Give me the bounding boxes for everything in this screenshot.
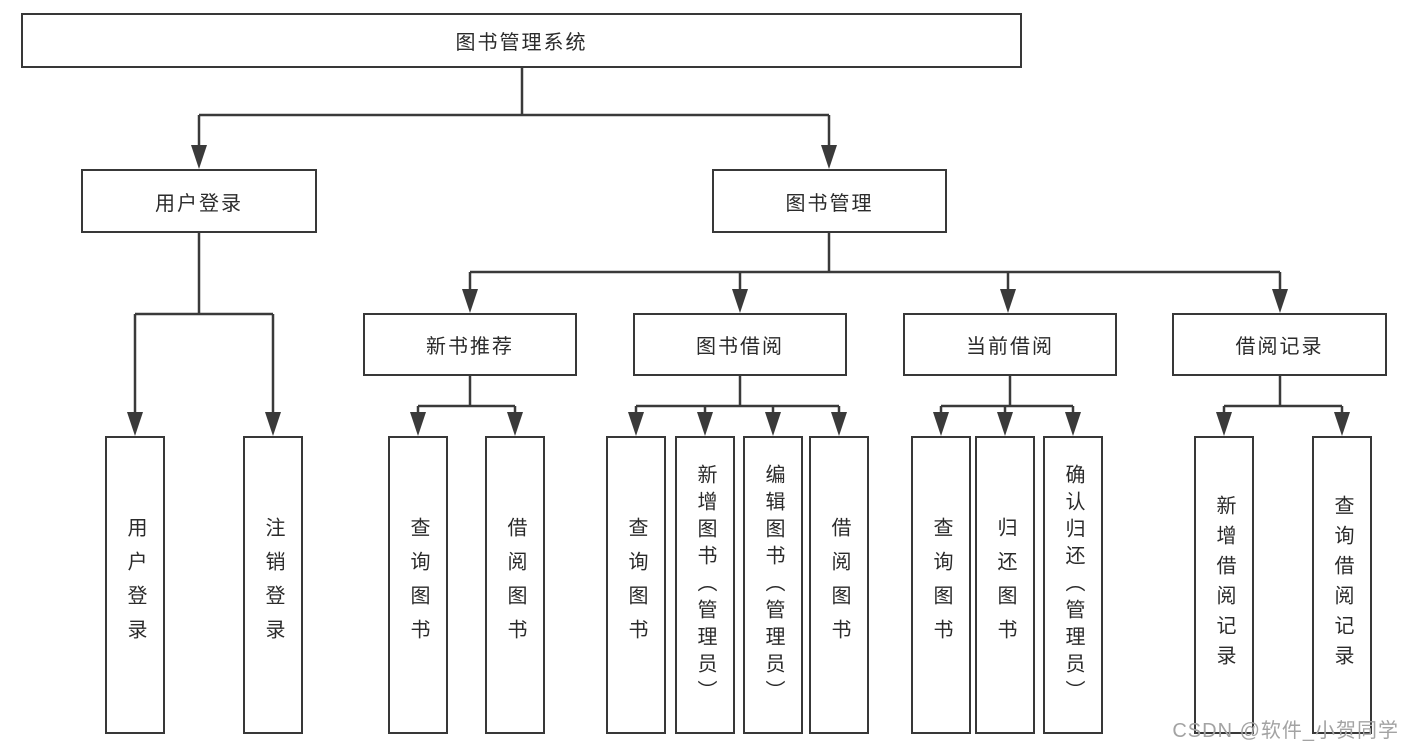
node-label: 借阅记录 (1235, 336, 1324, 358)
node-label: 新增借阅记录 (1213, 495, 1235, 675)
node-book-borrow: 图书借阅 (633, 313, 847, 376)
node-label: 注销登录 (262, 517, 284, 653)
node-label: 确认归还（管理员） (1062, 463, 1084, 707)
arrow-down-icon (821, 145, 837, 169)
node-borrow-records: 借阅记录 (1172, 313, 1387, 376)
node-book-management: 图书管理 (712, 169, 947, 233)
connector-book-borrow-to-leaves (628, 376, 847, 436)
node-label: 借阅图书 (504, 517, 526, 653)
arrow-down-icon (1065, 412, 1081, 436)
node-leaf-recommend-query-books: 查询图书 (388, 436, 448, 734)
node-label: 用户登录 (155, 192, 243, 215)
connector-root-to-level2 (191, 68, 837, 169)
node-leaf-confirm-return-admin: 确认归还（管理员） (1043, 436, 1103, 734)
node-leaf-add-books-admin: 新增图书（管理员） (675, 436, 735, 734)
node-leaf-user-login: 用户登录 (105, 436, 165, 734)
arrow-down-icon (933, 412, 949, 436)
watermark: CSDN @软件_小贺同学 (1172, 720, 1399, 742)
node-label: 新书推荐 (426, 336, 514, 358)
node-label: 用户登录 (124, 517, 146, 653)
arrow-down-icon (697, 412, 713, 436)
arrow-down-icon (831, 412, 847, 436)
connector-current-borrow-to-leaves (933, 376, 1081, 436)
node-current-borrow: 当前借阅 (903, 313, 1117, 376)
arrow-down-icon (191, 145, 207, 169)
node-label: 新增图书（管理员） (694, 463, 716, 707)
connector-borrow-records-to-leaves (1216, 376, 1350, 436)
node-label: 查询图书 (625, 517, 647, 653)
arrow-down-icon (765, 412, 781, 436)
node-leaf-current-query-books: 查询图书 (911, 436, 971, 734)
node-label: 图书管理系统 (455, 32, 588, 54)
arrow-down-icon (1334, 412, 1350, 436)
node-leaf-return-books: 归还图书 (975, 436, 1035, 734)
node-label: 图书借阅 (696, 336, 784, 358)
arrow-down-icon (997, 412, 1013, 436)
arrow-down-icon (410, 412, 426, 436)
connector-book-management-to-level3 (462, 233, 1288, 313)
arrow-down-icon (1272, 289, 1288, 313)
node-leaf-borrow-books: 借阅图书 (809, 436, 869, 734)
node-label: 查询借阅记录 (1331, 495, 1353, 675)
node-leaf-add-borrow-record: 新增借阅记录 (1194, 436, 1254, 734)
connector-user-login-to-leaves (127, 233, 281, 436)
node-root-system: 图书管理系统 (21, 13, 1022, 68)
node-label: 当前借阅 (966, 336, 1054, 358)
arrow-down-icon (507, 412, 523, 436)
connector-new-book-recommend-to-leaves (410, 376, 523, 436)
node-label: 归还图书 (994, 517, 1016, 653)
arrow-down-icon (1000, 289, 1016, 313)
arrow-down-icon (1216, 412, 1232, 436)
node-leaf-borrow-query-books: 查询图书 (606, 436, 666, 734)
node-label: 编辑图书（管理员） (762, 463, 784, 707)
node-leaf-edit-books-admin: 编辑图书（管理员） (743, 436, 803, 734)
arrow-down-icon (628, 412, 644, 436)
node-leaf-query-borrow-record: 查询借阅记录 (1312, 436, 1372, 734)
node-label: 借阅图书 (828, 517, 850, 653)
node-user-login: 用户登录 (81, 169, 317, 233)
arrow-down-icon (127, 412, 143, 436)
arrow-down-icon (462, 289, 478, 313)
node-label: 图书管理 (785, 192, 874, 215)
node-leaf-recommend-borrow-books: 借阅图书 (485, 436, 545, 734)
node-leaf-logout: 注销登录 (243, 436, 303, 734)
arrow-down-icon (265, 412, 281, 436)
arrow-down-icon (732, 289, 748, 313)
node-new-book-recommend: 新书推荐 (363, 313, 577, 376)
node-label: 查询图书 (930, 517, 952, 653)
node-label: 查询图书 (407, 517, 429, 653)
